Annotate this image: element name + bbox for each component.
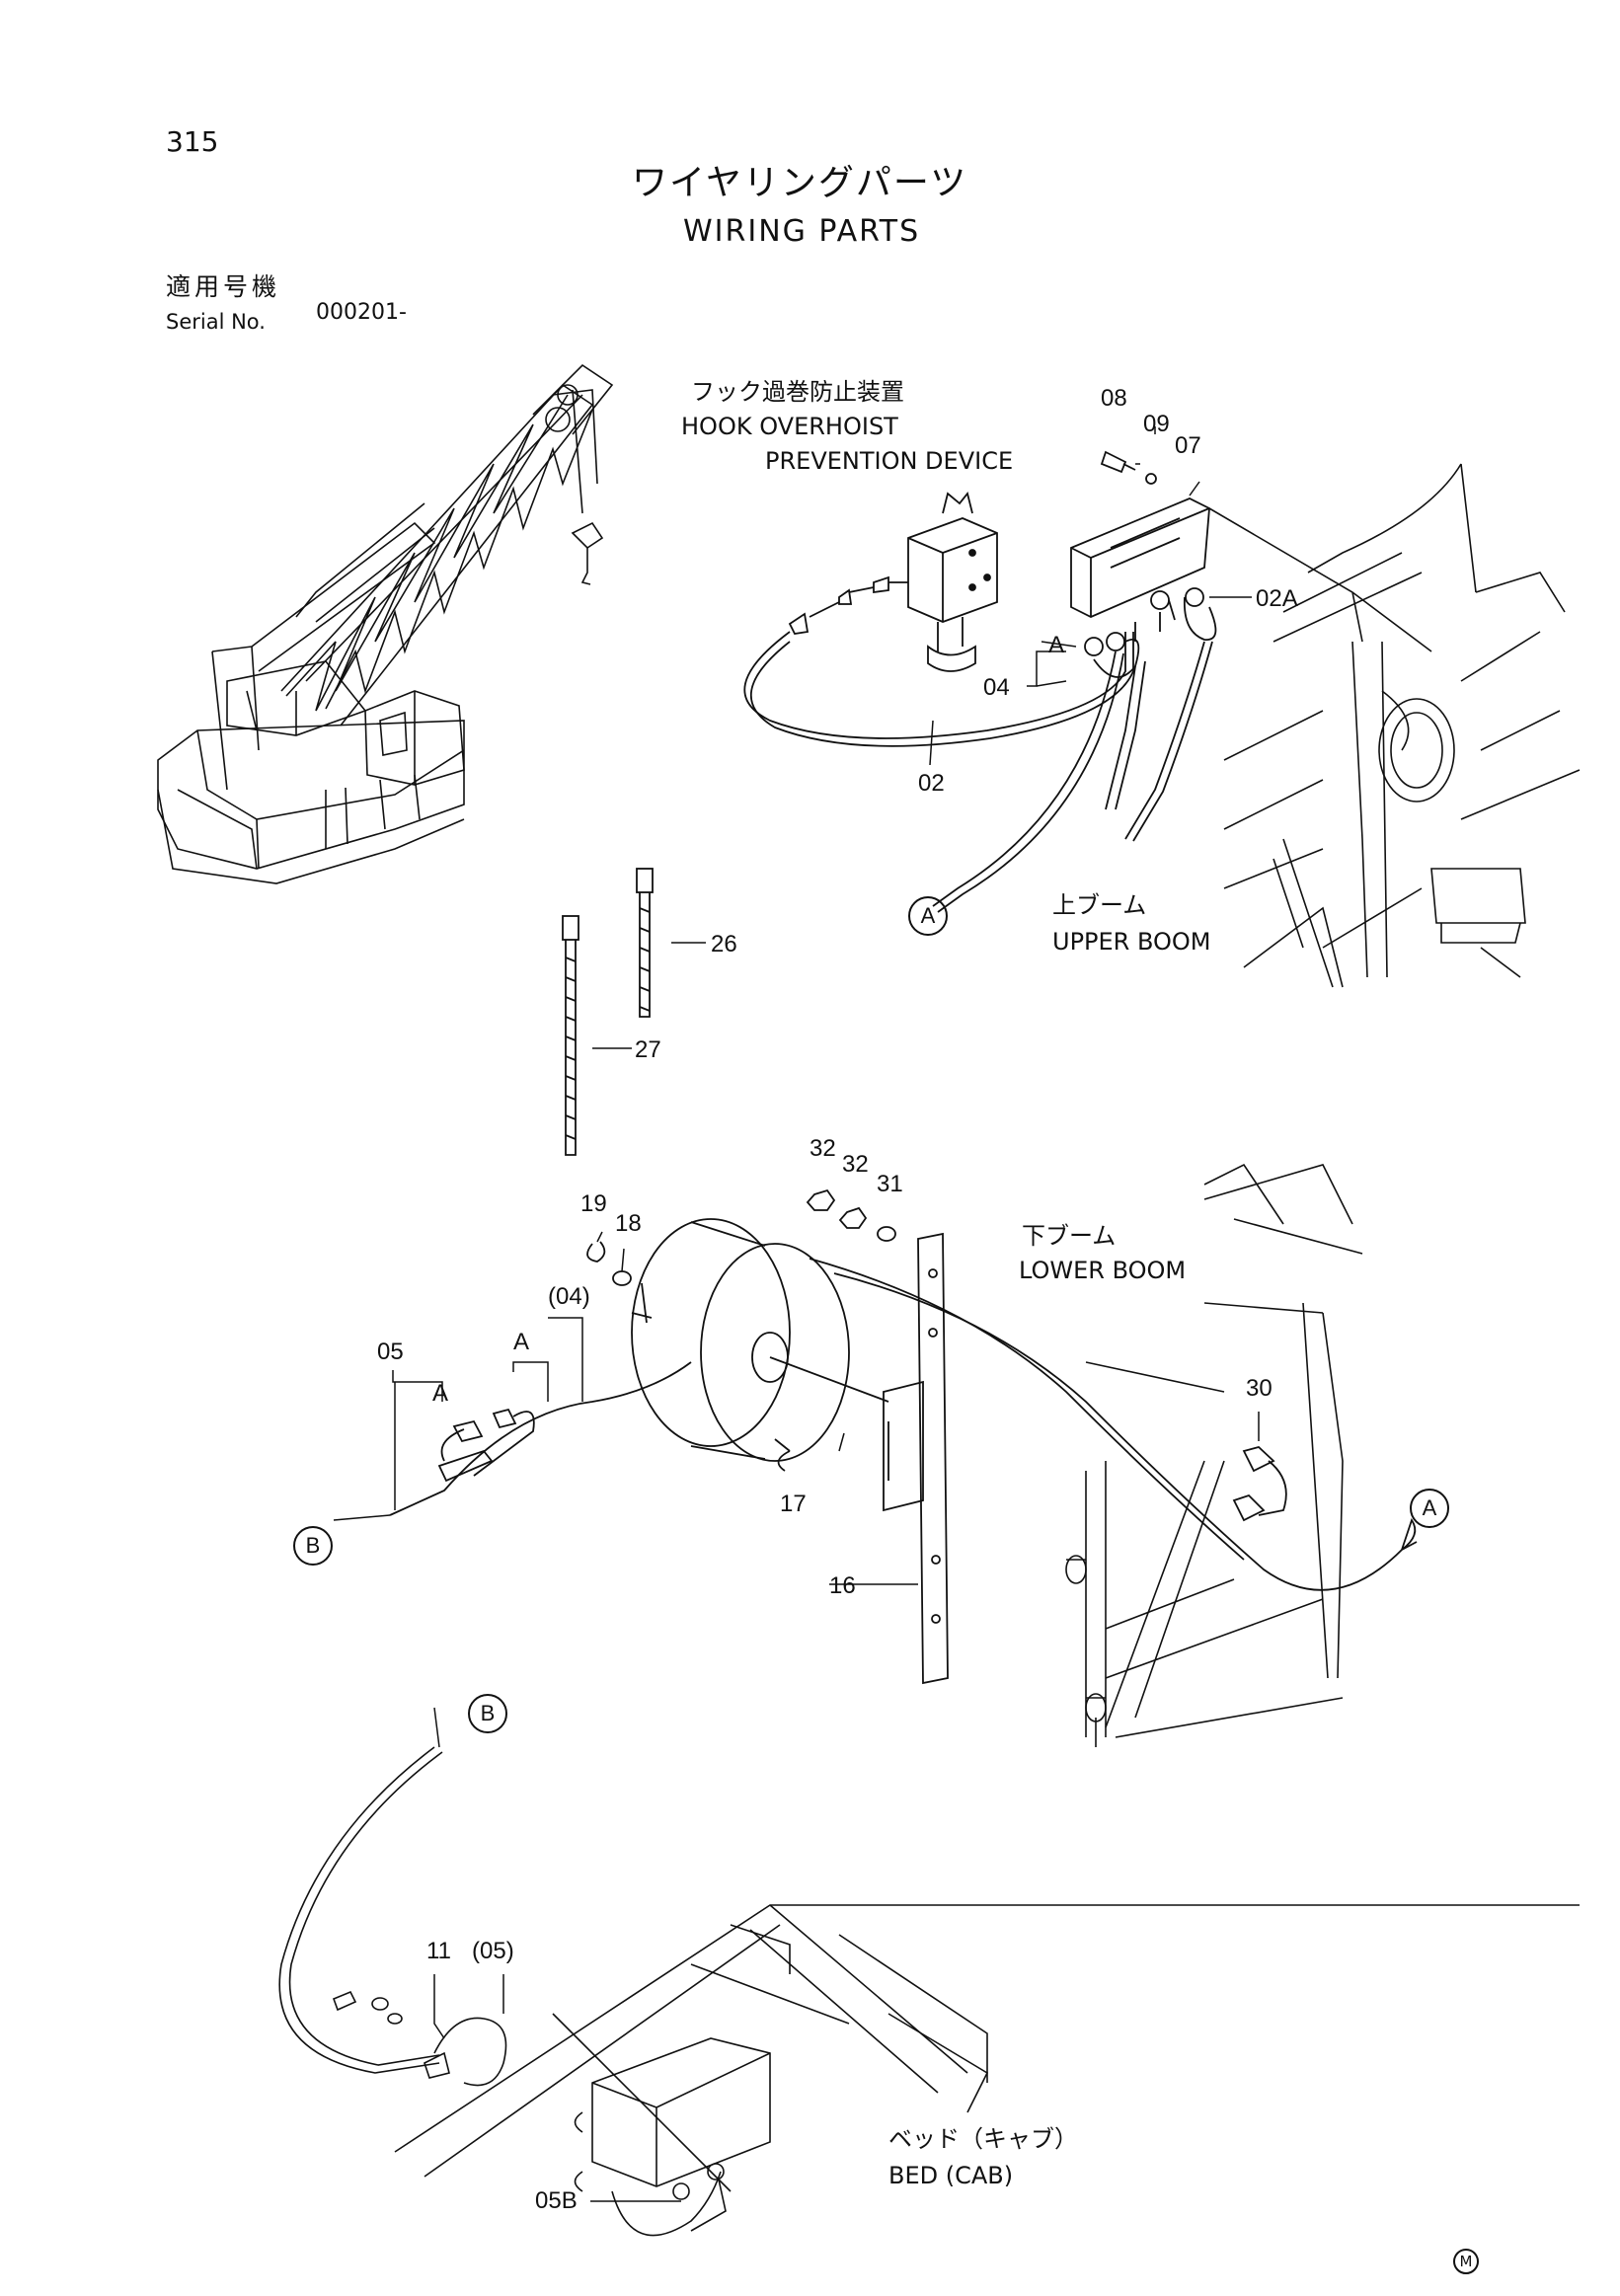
hook-device-label-jp: フック過巻防止装置: [691, 378, 904, 406]
part-label-16: 16: [829, 1572, 856, 1599]
part-label-30: 30: [1246, 1375, 1273, 1402]
part-label-02: 02: [918, 770, 945, 797]
part-label-04: 04: [983, 674, 1010, 701]
upper-boom-structure: [1208, 463, 1581, 988]
part-label-02A: 02A: [1256, 585, 1298, 612]
part-label-27: 27: [635, 1036, 661, 1063]
serial-label-jp: 適用号機: [166, 272, 281, 301]
part-label-05: 05: [377, 1339, 404, 1365]
upper-boom-label-en: UPPER BOOM: [1052, 928, 1211, 956]
part-label-A-top: A: [1048, 632, 1065, 658]
part-label-32b: 32: [842, 1151, 869, 1178]
part-label-32a: 32: [810, 1135, 836, 1162]
junction-box: [1070, 450, 1217, 842]
part-label-19: 19: [580, 1190, 607, 1217]
part-label-17: 17: [780, 1491, 807, 1517]
part-label-07: 07: [1175, 432, 1201, 459]
hook-overhoist-device: [743, 492, 1134, 913]
lower-boom-structure: [1065, 1163, 1363, 1747]
part-label-18: 18: [615, 1210, 642, 1237]
cable-ties: [562, 868, 654, 1156]
connector-B-bottom: B: [468, 1694, 507, 1733]
serial-number: 000201-: [316, 300, 407, 325]
connector-A-upper: A: [908, 896, 948, 936]
hook-device-label-en-2: PREVENTION DEVICE: [765, 447, 1014, 475]
leader-lines: [333, 426, 1260, 2202]
connector-B-middle: B: [293, 1526, 333, 1566]
lower-boom-label-jp: 下ブーム: [1022, 1222, 1117, 1250]
lower-boom-label-en: LOWER BOOM: [1019, 1257, 1187, 1284]
page-title-en: WIRING PARTS: [683, 214, 921, 249]
hook-device-label-en-1: HOOK OVERHOIST: [681, 413, 898, 440]
cable-reel-assembly: [389, 1188, 1418, 1685]
part-label-26: 26: [711, 931, 737, 957]
page-number: 315: [166, 125, 219, 158]
bed-cab-label-en: BED (CAB): [888, 2162, 1014, 2189]
part-label-05-paren: (05): [472, 1938, 514, 1964]
upper-boom-label-jp: 上ブーム: [1052, 891, 1147, 919]
page-title-jp: ワイヤリングパーツ: [632, 163, 968, 203]
bed-cab-structure: [278, 1746, 1580, 2237]
part-label-31: 31: [877, 1171, 903, 1197]
corner-mark: M: [1453, 2249, 1479, 2274]
part-label-04-paren: (04): [548, 1283, 590, 1310]
part-label-09: 09: [1143, 411, 1170, 437]
part-label-05B: 05B: [535, 2187, 578, 2214]
bed-cab-label-jp: ベッド（キャブ）: [888, 2125, 1078, 2153]
part-label-08: 08: [1101, 385, 1127, 412]
part-label-11: 11: [426, 1938, 451, 1964]
connector-A-lower: A: [1410, 1489, 1449, 1528]
crane-illustration: [157, 363, 614, 884]
part-label-A-mid: A: [513, 1329, 530, 1355]
part-label-A-left: A: [432, 1380, 449, 1407]
serial-label-en: Serial No.: [166, 310, 266, 334]
